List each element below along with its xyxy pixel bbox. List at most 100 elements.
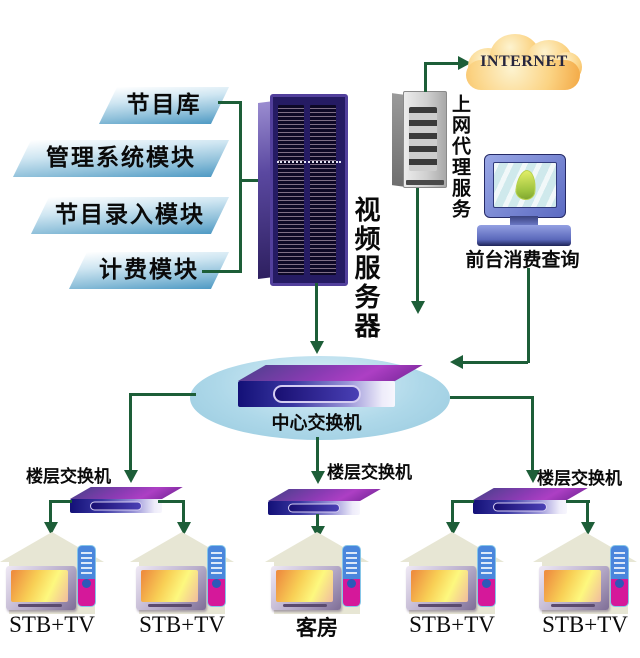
connector-line (129, 393, 132, 470)
front-desk-label: 前台消费查询 (465, 249, 580, 271)
connector-line (527, 268, 530, 363)
tv-graphic (136, 566, 206, 610)
switch-port-slot (493, 502, 547, 512)
tv-screen (276, 570, 333, 602)
connector-line (182, 500, 185, 522)
endpoint-label: STB+TV (542, 612, 628, 637)
arrow-down-icon (177, 522, 191, 535)
tv-screen (141, 570, 198, 602)
leaf-icon (514, 169, 538, 201)
arrow-down-icon (581, 522, 595, 535)
internet-label: INTERNET (480, 53, 568, 70)
stb-graphic (207, 545, 226, 607)
endpoint-house (533, 532, 637, 614)
arrow-down-icon (411, 301, 425, 314)
switch-top-face (238, 365, 423, 381)
proxy-server-graphic (392, 91, 447, 188)
switch-port-slot (90, 501, 142, 511)
connector-line (218, 101, 240, 104)
connector-line (424, 62, 458, 65)
tv-base (18, 604, 62, 607)
tower-base (406, 180, 444, 185)
switch-port-slot (272, 385, 361, 403)
endpoint-label: STB+TV (9, 612, 95, 637)
floor-switch-label-middle: 楼层交换机 (327, 463, 412, 483)
stb-button (212, 579, 221, 588)
module-label: 节目库 (126, 92, 202, 118)
endpoint-house (130, 532, 234, 614)
connector-line (49, 500, 52, 522)
monitor-stand (510, 216, 538, 225)
connector-line (450, 396, 533, 399)
connector-line (315, 283, 318, 341)
cloud-body (466, 60, 580, 90)
stb-button (347, 579, 356, 588)
switch-port-slot-inner (91, 502, 141, 510)
connector-line (158, 500, 184, 503)
endpoint-label: STB+TV (139, 612, 225, 637)
connector-line (416, 188, 419, 301)
computer-base (477, 225, 571, 246)
connector-line (239, 101, 242, 273)
endpoint-house (0, 532, 104, 614)
endpoint-label: 客房 (296, 616, 338, 640)
connector-line (240, 179, 260, 182)
arrow-down-icon (526, 470, 540, 483)
endpoint-label: STB+TV (409, 612, 495, 637)
switch-front-face (473, 500, 567, 514)
connector-line (586, 500, 589, 522)
module-box-program-entry: 节目录入模块 (30, 197, 230, 234)
tv-graphic (271, 566, 341, 610)
endpoint-house (400, 532, 504, 614)
connector-line (316, 514, 319, 526)
connector-line (50, 500, 72, 503)
tv-screen (11, 570, 68, 602)
tv-graphic (406, 566, 476, 610)
connector-line (566, 500, 590, 503)
endpoint-house (265, 532, 369, 614)
arrow-down-icon (446, 522, 460, 535)
stb-graphic (477, 545, 496, 607)
switch-top-face (268, 489, 381, 501)
arrow-down-icon (44, 522, 58, 535)
module-box-management-system: 管理系统模块 (12, 140, 230, 177)
switch-port-slot-inner (494, 503, 546, 511)
core-switch-label: 中心交换机 (271, 413, 362, 434)
internet-cloud: INTERNET (464, 34, 584, 92)
floor-switch-middle-graphic (268, 489, 383, 515)
rack-slot-column (278, 105, 304, 275)
floor-switch-right-graphic (473, 488, 591, 514)
video-server-label: 视频服务器 (350, 196, 380, 341)
tv-base (283, 604, 327, 607)
switch-top-face (473, 488, 588, 500)
switch-port-slot-inner (274, 387, 359, 401)
switch-front-face (70, 499, 162, 513)
switch-port-slot-inner (289, 504, 339, 512)
connector-line (424, 62, 427, 92)
floor-switch-left-graphic (70, 487, 185, 513)
module-label: 计费模块 (99, 257, 199, 283)
floor-switch-label-left: 楼层交换机 (26, 467, 111, 487)
monitor-screen (493, 162, 557, 208)
module-label: 管理系统模块 (46, 145, 196, 171)
stb-graphic (342, 545, 361, 607)
connector-line (130, 393, 196, 396)
arrow-down-icon (310, 341, 324, 354)
core-switch-graphic (238, 365, 428, 407)
front-desk-computer-graphic (477, 150, 571, 246)
stb-button (615, 579, 624, 588)
connector-line (531, 396, 534, 470)
proxy-server-label: 上网代理服务 (449, 94, 471, 220)
tv-screen (544, 570, 601, 602)
connector-line (316, 437, 319, 471)
connector-line (451, 500, 454, 522)
module-box-billing: 计费模块 (68, 252, 230, 289)
stb-graphic (610, 545, 629, 607)
tower-drive-bays (409, 107, 437, 171)
rack-dotted-line (277, 161, 341, 163)
tv-graphic (539, 566, 609, 610)
arrow-left-icon (450, 355, 463, 369)
connector-line (202, 270, 240, 273)
module-box-program-library: 节目库 (98, 87, 230, 124)
